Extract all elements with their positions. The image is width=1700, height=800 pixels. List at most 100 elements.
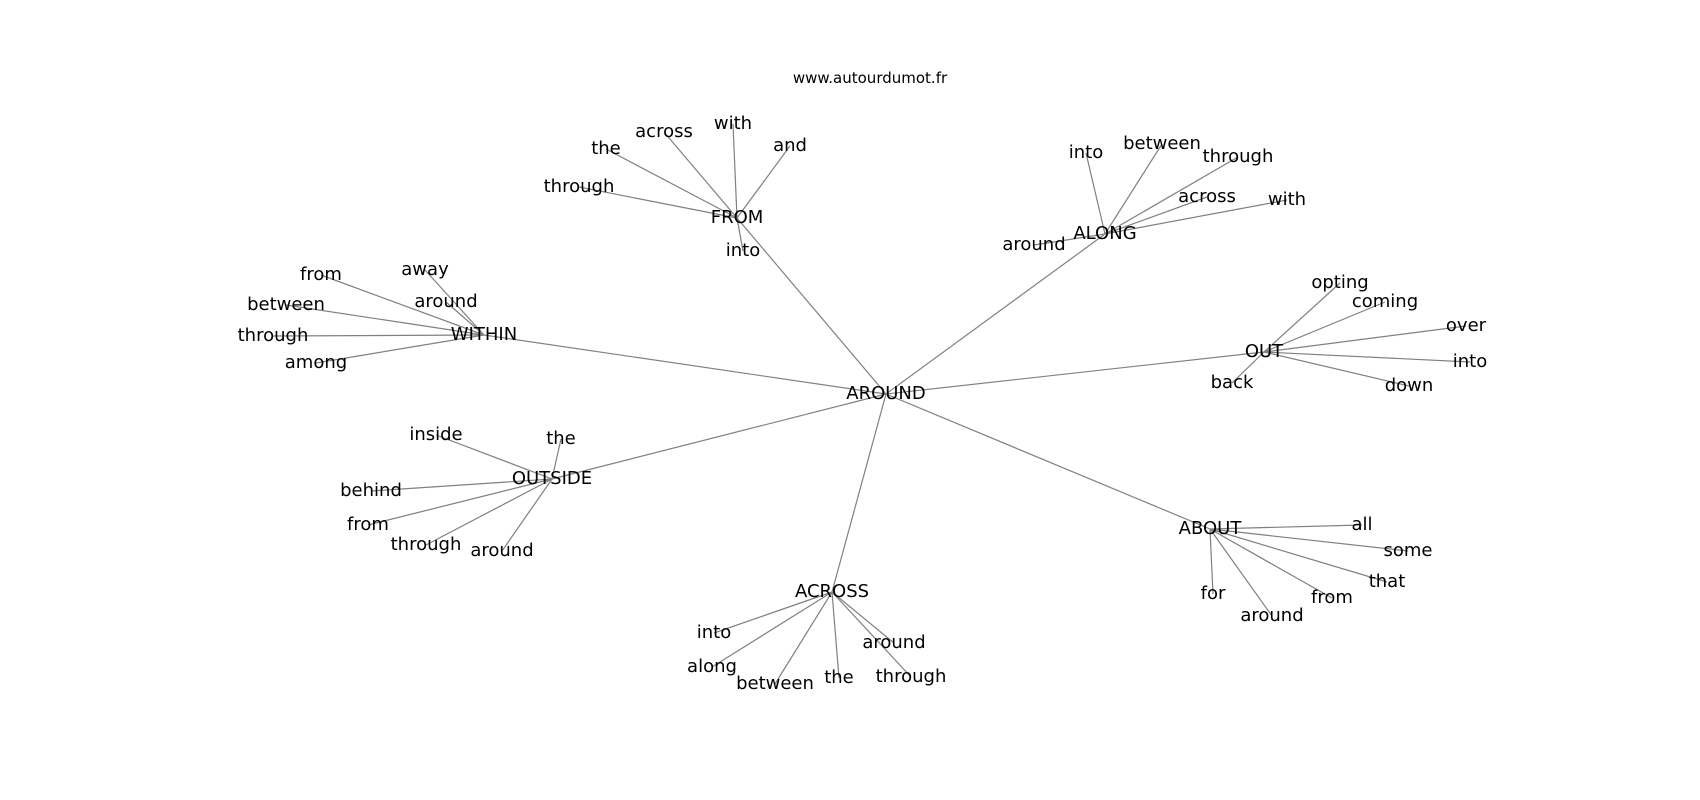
leaf-node-about-all: all [1351, 514, 1372, 535]
leaf-node-across-between: between [736, 673, 814, 694]
edge-across-through [831, 591, 912, 678]
leaf-node-outside-inside: inside [409, 424, 462, 445]
edge-along-around [1033, 233, 1106, 246]
leaf-node-outside-from: from [347, 514, 389, 535]
leaf-node-within-from: from [300, 264, 342, 285]
edge-within-through [272, 334, 485, 337]
edge-from-and [736, 145, 791, 219]
edge-out-back [1231, 351, 1265, 384]
edge-outside-behind [370, 478, 553, 492]
edge-from-the [605, 148, 738, 219]
hub-node-along: ALONG [1073, 223, 1136, 244]
edge-out-opting [1263, 282, 1341, 353]
leaf-node-outside-around: around [470, 540, 533, 561]
edge-out-into [1263, 351, 1471, 363]
edge-about-some [1209, 528, 1409, 552]
edge-across-along [711, 591, 833, 668]
leaf-node-from-through: through [544, 176, 615, 197]
leaf-node-within-among: among [285, 352, 347, 373]
edge-within-from [320, 274, 485, 336]
edge-outside-through [425, 478, 553, 546]
center-node-label: AROUND [846, 383, 926, 404]
edge-along-across [1104, 196, 1208, 235]
hub-node-out: OUT [1245, 341, 1284, 362]
leaf-node-within-away: away [401, 259, 449, 280]
leaf-node-about-around: around [1240, 605, 1303, 626]
leaf-node-outside-through: through [391, 534, 462, 555]
edge-center-about [885, 393, 1211, 530]
edge-about-that [1209, 528, 1388, 583]
hub-node-outside: OUTSIDE [512, 468, 592, 489]
leaf-node-out-over: over [1446, 315, 1487, 336]
leaf-node-along-around: around [1002, 234, 1065, 255]
edge-about-all [1209, 524, 1363, 530]
leaf-node-from-across: across [635, 121, 693, 142]
edge-along-with [1104, 199, 1288, 235]
edge-within-among [315, 334, 485, 364]
leaf-node-within-between: between [247, 294, 325, 315]
leaf-node-along-into: into [1069, 142, 1103, 163]
edge-along-between [1104, 143, 1163, 235]
leaf-node-outside-the: the [546, 428, 576, 449]
leaf-node-out-into: into [1453, 351, 1487, 372]
leaf-node-from-into: into [726, 240, 760, 261]
edge-outside-the [551, 438, 562, 480]
leaf-node-about-for: for [1201, 583, 1226, 604]
edge-center-outside [551, 393, 887, 480]
edge-from-with [732, 123, 738, 219]
edge-out-down [1263, 351, 1410, 387]
edge-out-over [1263, 325, 1467, 353]
leaf-node-across-along: along [687, 656, 737, 677]
edge-within-around [445, 301, 485, 336]
leaf-node-along-through: through [1203, 146, 1274, 167]
leaf-node-from-with: with [714, 113, 752, 134]
leaf-node-from-the: the [591, 138, 621, 159]
leaf-node-out-opting: opting [1311, 272, 1368, 293]
edge-along-through [1104, 156, 1239, 235]
leaf-node-about-from: from [1311, 587, 1353, 608]
edge-across-between [774, 591, 833, 685]
edge-center-out [885, 351, 1265, 395]
edge-across-into [713, 591, 833, 634]
edge-across-around [831, 591, 895, 644]
edge-outside-around [501, 478, 553, 552]
watermark: www.autourdumot.fr [793, 69, 948, 87]
leaf-node-about-some: some [1384, 540, 1433, 561]
hub-node-from: FROM [711, 207, 764, 228]
edge-within-away [424, 269, 485, 336]
hub-node-about: ABOUT [1179, 518, 1243, 539]
leaf-node-outside-behind: behind [340, 480, 402, 501]
edge-outside-from [367, 478, 553, 526]
leaf-node-across-the: the [824, 667, 854, 688]
edge-within-between [285, 304, 485, 336]
edge-about-from [1209, 528, 1333, 599]
leaf-node-along-across: across [1178, 186, 1236, 207]
hub-node-across: ACROSS [795, 581, 869, 602]
leaf-node-along-between: between [1123, 133, 1201, 154]
leaf-node-along-with: with [1268, 189, 1306, 210]
edge-outside-inside [435, 434, 553, 480]
leaf-node-out-down: down [1385, 375, 1434, 396]
edge-center-from [736, 217, 887, 395]
edge-along-into [1085, 152, 1106, 235]
hub-node-within: WITHIN [451, 324, 517, 345]
leaf-node-out-coming: coming [1352, 291, 1418, 312]
edge-about-around [1209, 528, 1273, 617]
leaf-node-across-through: through [876, 666, 947, 687]
leaf-node-within-through: through [238, 325, 309, 346]
edge-out-coming [1263, 301, 1386, 353]
edge-across-the [831, 591, 840, 679]
leaf-node-from-and: and [773, 135, 807, 156]
leaf-node-across-around: around [862, 632, 925, 653]
leaf-node-across-into: into [697, 622, 731, 643]
leaf-node-about-that: that [1369, 571, 1406, 592]
edge-from-across [663, 131, 738, 219]
edge-center-within [483, 334, 887, 395]
edge-from-through [578, 186, 738, 219]
edge-from-into [736, 217, 744, 252]
edge-center-along [885, 233, 1106, 395]
graph-edges [272, 123, 1471, 685]
edge-center-across [831, 393, 887, 593]
